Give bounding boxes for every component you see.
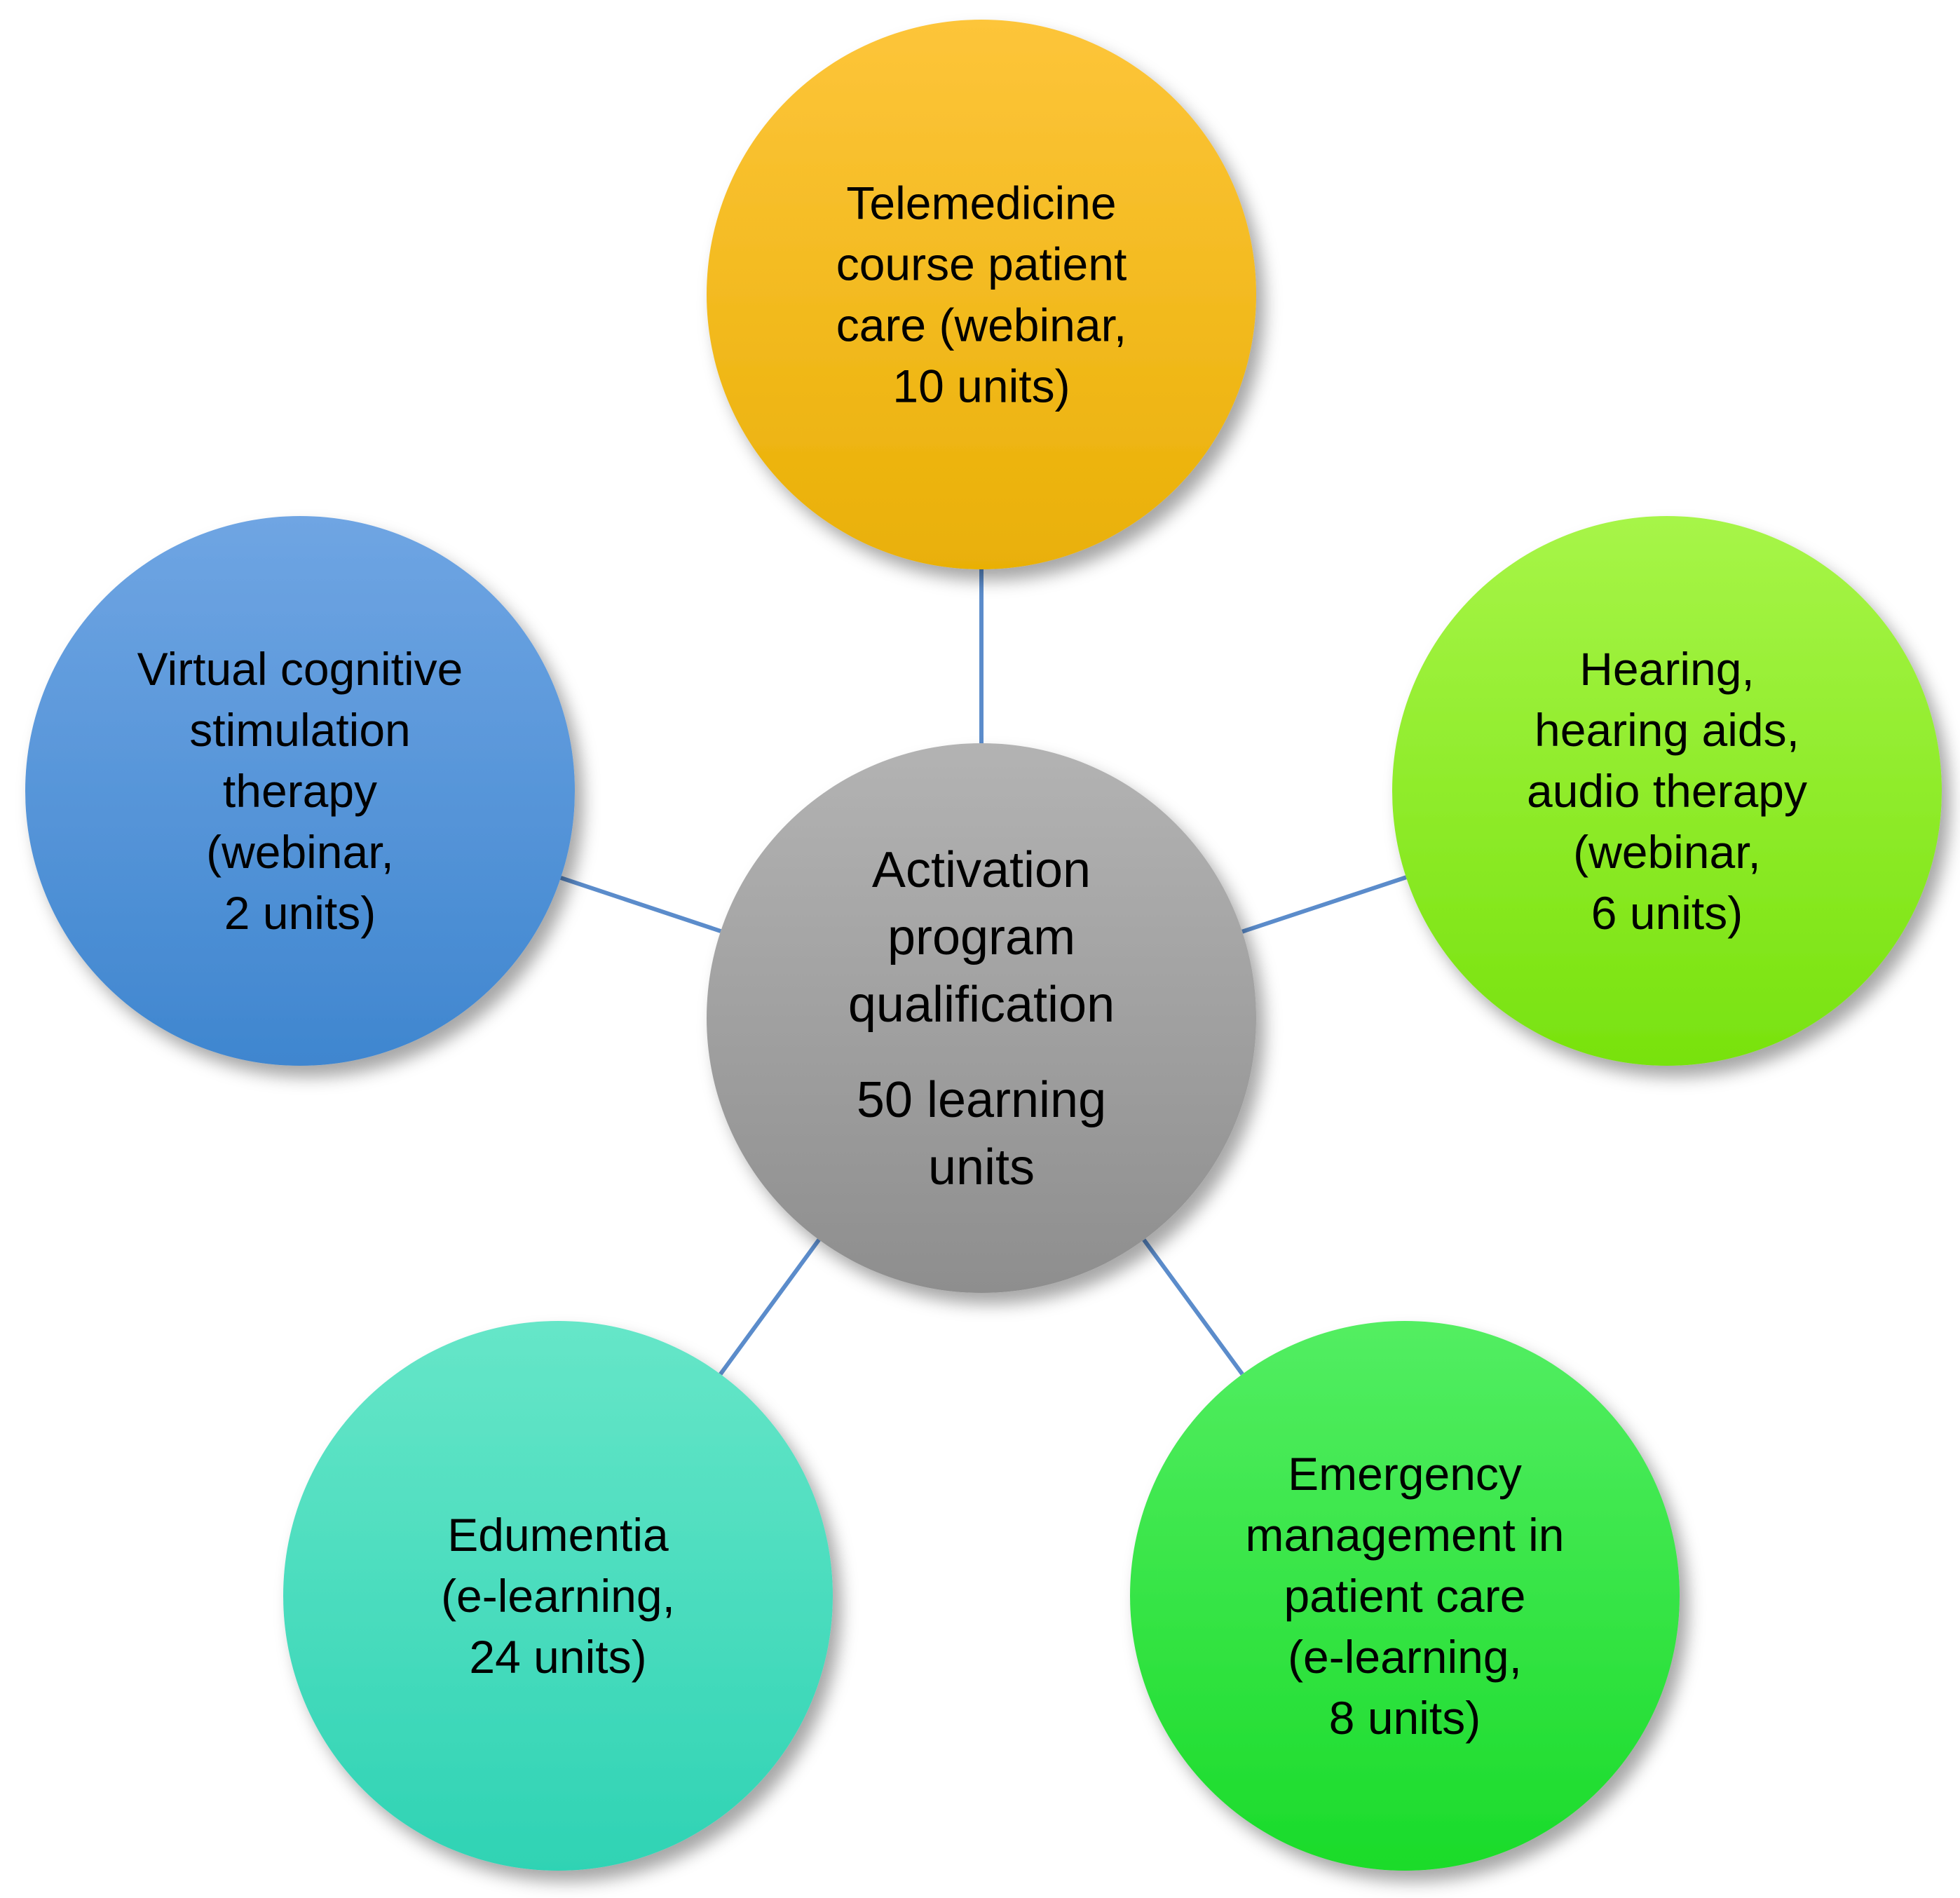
node-label-cognitive-line: 2 units)	[224, 887, 376, 939]
center-node-circle	[707, 743, 1256, 1293]
node-label-edumentia-line: 24 units)	[469, 1631, 646, 1683]
node-circle-cognitive	[25, 516, 575, 1066]
node-label-emergency-line: 8 units)	[1329, 1692, 1481, 1744]
node-label-edumentia-line: Edumentia	[447, 1509, 669, 1561]
node-label-cognitive-line: Virtual cognitive	[137, 643, 463, 695]
node-label-hearing-line: audio therapy	[1527, 765, 1807, 817]
center-title-line: program	[887, 909, 1075, 965]
center-node: Activation program qualification 50 learnin…	[707, 743, 1256, 1293]
connector-edumentia	[719, 1238, 821, 1376]
node-hearing: Hearing, hearing aids, audio therapy (webin…	[1392, 516, 1942, 1066]
center-title-line: qualification	[848, 977, 1115, 1033]
node-label-emergency-line: management in	[1246, 1509, 1565, 1561]
node-label-telemedicine-line: Telemedicine	[846, 177, 1116, 229]
node-label-emergency-line: (e-learning,	[1288, 1631, 1522, 1683]
node-label-hearing-line: (webinar,	[1573, 826, 1761, 878]
node-label-hearing-line: hearing aids,	[1534, 704, 1799, 756]
node-label-cognitive-line: stimulation	[189, 704, 410, 756]
node-label-emergency-line: Emergency	[1288, 1448, 1522, 1500]
node-label-hearing-line: 6 units)	[1591, 887, 1743, 939]
node-label-emergency-line: patient care	[1284, 1570, 1526, 1622]
node-edumentia: Edumentia (e-learning, 24 units)	[283, 1321, 833, 1871]
node-telemedicine: Telemedicine course patient care (webinar,…	[707, 20, 1256, 569]
node-label-telemedicine-line: care (webinar,	[836, 299, 1127, 351]
node-label-edumentia-line: (e-learning,	[441, 1570, 675, 1622]
node-emergency: Emergency management in patient care (e-lea…	[1130, 1321, 1680, 1871]
node-label-telemedicine-line: 10 units)	[892, 360, 1070, 412]
node-cognitive: Virtual cognitive stimulation therapy (webi…	[25, 516, 575, 1066]
center-units-line: 50 learning	[857, 1072, 1106, 1128]
center-units-line: units	[928, 1139, 1035, 1195]
nodes: Telemedicine course patient care (webinar,…	[25, 20, 1942, 1871]
node-circle-hearing	[1392, 516, 1942, 1066]
center-title-line: Activation	[872, 842, 1091, 898]
node-label-cognitive-line: therapy	[223, 765, 377, 817]
connector-cognitive	[559, 876, 722, 933]
connector-hearing	[1241, 875, 1407, 934]
node-circle-telemedicine	[707, 20, 1256, 569]
connectors	[559, 569, 1407, 1376]
connector-emergency	[1142, 1238, 1244, 1376]
node-label-telemedicine-line: course patient	[836, 238, 1127, 290]
node-circle-emergency	[1130, 1321, 1680, 1871]
node-label-hearing-line: Hearing,	[1579, 643, 1754, 695]
node-label-cognitive-line: (webinar,	[206, 826, 394, 878]
node-circle-edumentia	[283, 1321, 833, 1871]
